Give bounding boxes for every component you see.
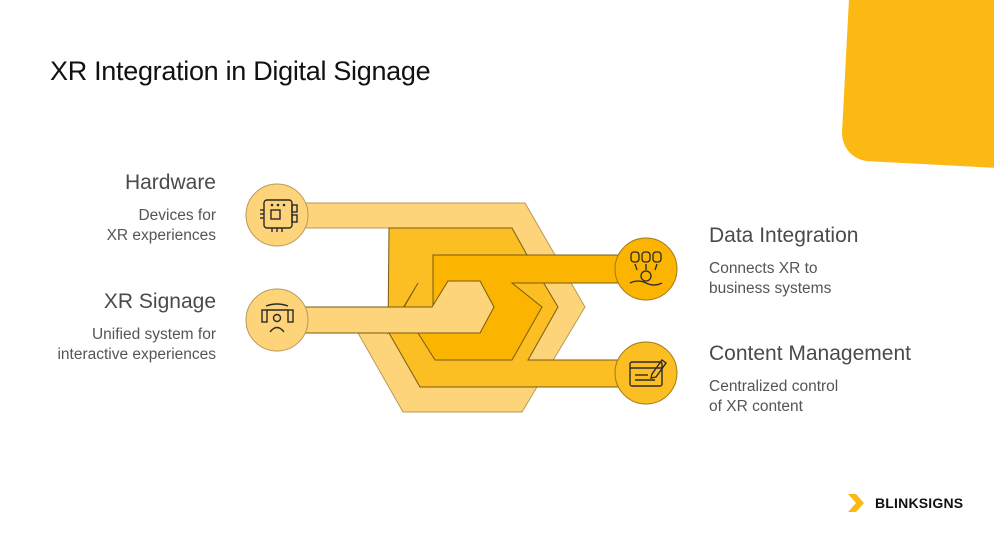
brand-name: BLINKSIGNS (875, 495, 964, 511)
content-management-description-line2: of XR content (709, 398, 803, 415)
content-management-heading: Content Management (709, 342, 911, 365)
xr-signage-description-line2: interactive experiences (57, 346, 216, 363)
content-management-node (614, 341, 678, 405)
hardware-description-line1: Devices for (138, 207, 216, 224)
xr-signage-description: Unified system for interactive experienc… (0, 325, 216, 365)
xr-signage-path (276, 280, 495, 334)
data-integration-description: Connects XR to business systems (709, 259, 969, 299)
chevron-right-logo-icon (848, 494, 864, 512)
xr-signage-label: XR Signage Unified system for interactiv… (0, 289, 216, 365)
edit-content-icon (629, 359, 667, 387)
hardware-description: Devices for XR experiences (0, 206, 216, 246)
hardware-description-line2: XR experiences (106, 227, 216, 244)
xr-signage-description-line1: Unified system for (91, 326, 216, 343)
data-integration-label: Data Integration Connects XR to business… (709, 223, 969, 299)
hardware-label: Hardware Devices for XR experiences (0, 170, 216, 246)
hardware-node (245, 183, 309, 247)
circuit-board-icon (260, 199, 298, 232)
xr-signage-heading: XR Signage (103, 290, 216, 313)
data-integration-description-line1: Connects XR to (709, 260, 818, 277)
content-management-description-line1: Centralized control (709, 378, 839, 395)
database-merge-icon (629, 251, 663, 286)
immersive-viewer-icon (261, 303, 294, 333)
data-integration-description-line2: business systems (709, 280, 832, 297)
brand-logo: BLINKSIGNS (847, 493, 963, 513)
data-integration-heading: Data Integration (709, 224, 859, 247)
xr-signage-node (245, 288, 309, 352)
content-management-description: Centralized control of XR content (709, 377, 969, 417)
content-management-label: Content Management Centralized control o… (709, 341, 969, 417)
page-title: XR Integration in Digital Signage (50, 56, 431, 86)
hardware-heading: Hardware (124, 171, 216, 194)
